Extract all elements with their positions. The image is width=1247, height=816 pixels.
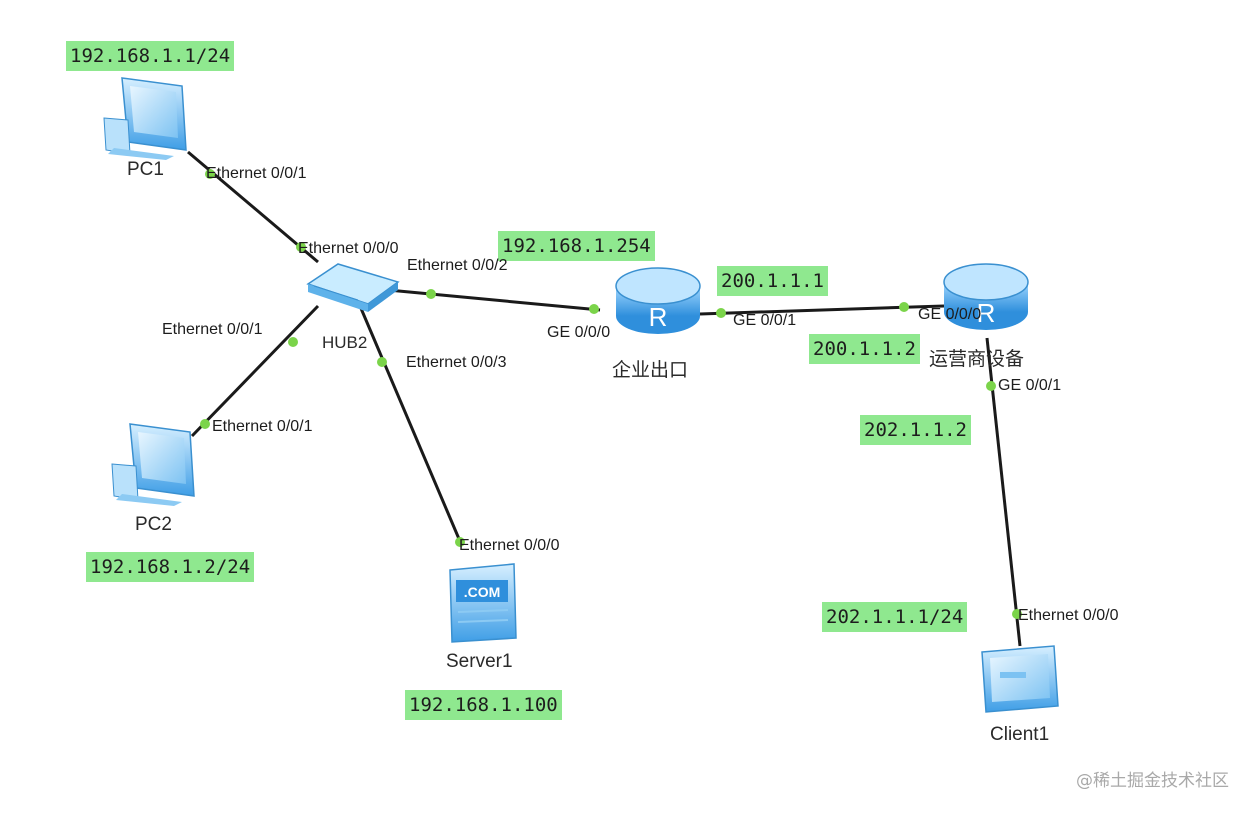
port-dot [205, 169, 215, 179]
client-icon[interactable] [981, 645, 1059, 713]
port-label-isp-ge0: GE 0/0/0 [918, 306, 982, 323]
router-isp-name: 运营商设备 [929, 349, 1025, 370]
port-label-ent-ge1: GE 0/0/1 [733, 312, 797, 329]
port-label-hub-eth2: Ethernet 0/0/2 [407, 257, 508, 274]
hub-name: HUB2 [322, 333, 368, 352]
pc2-name: PC2 [135, 514, 172, 535]
port-dot [455, 537, 465, 547]
port-dot [589, 304, 599, 314]
port-dot [426, 289, 436, 299]
svg-text:R: R [977, 298, 996, 328]
router-isp-in-ip-label: 200.1.1.2 [809, 334, 920, 364]
port-label-isp-ge1: GE 0/0/1 [998, 377, 1062, 394]
port-dot [1012, 609, 1022, 619]
hub-icon[interactable] [306, 263, 400, 312]
router-isp-icon[interactable]: R [943, 263, 1029, 330]
client-name: Client1 [990, 724, 1050, 745]
watermark: @稀土掘金技术社区 [1076, 771, 1229, 791]
port-label-hub-eth3: Ethernet 0/0/3 [406, 354, 507, 371]
link-hub-server [358, 305, 464, 547]
port-dot [899, 302, 909, 312]
port-label-pc1: Ethernet 0/0/1 [206, 165, 307, 182]
port-label-hub-eth0: Ethernet 0/0/0 [298, 240, 399, 257]
server-badge: .COM [464, 584, 501, 600]
pc1-icon[interactable] [103, 77, 187, 160]
router-ent-wan-ip-label: 200.1.1.1 [717, 266, 828, 296]
pc1-ip-label: 192.168.1.1/24 [66, 41, 235, 71]
port-label-ent-ge0: GE 0/0/0 [547, 324, 611, 341]
router-ent-icon[interactable]: R [615, 267, 701, 334]
pc1-name: PC1 [127, 159, 164, 180]
port-dot [200, 419, 210, 429]
pc2-ip-label: 192.168.1.2/24 [86, 552, 255, 582]
port-dot [377, 357, 387, 367]
port-label-client: Ethernet 0/0/0 [1018, 607, 1119, 624]
server-icon[interactable]: .COM [449, 563, 517, 643]
link-hub-pc2 [190, 304, 320, 438]
port-dot [288, 337, 298, 347]
port-label-pc2: Ethernet 0/0/1 [212, 418, 313, 435]
client-ip-label: 202.1.1.1/24 [822, 602, 968, 632]
server-name: Server1 [446, 651, 513, 672]
router-ent-lan-ip-label: 192.168.1.254 [498, 231, 655, 261]
router-isp-out-ip-label: 202.1.1.2 [860, 415, 971, 445]
link-hub-router-ent [387, 288, 601, 312]
port-label-hub-eth1: Ethernet 0/0/1 [162, 321, 263, 338]
pc2-icon[interactable] [111, 423, 195, 506]
port-dot [716, 308, 726, 318]
router-ent-name: 企业出口 [612, 360, 689, 381]
port-label-server: Ethernet 0/0/0 [459, 537, 560, 554]
port-dot [296, 242, 306, 252]
port-dot [986, 381, 996, 391]
svg-text:R: R [649, 302, 668, 332]
server-ip-label: 192.168.1.100 [405, 690, 562, 720]
